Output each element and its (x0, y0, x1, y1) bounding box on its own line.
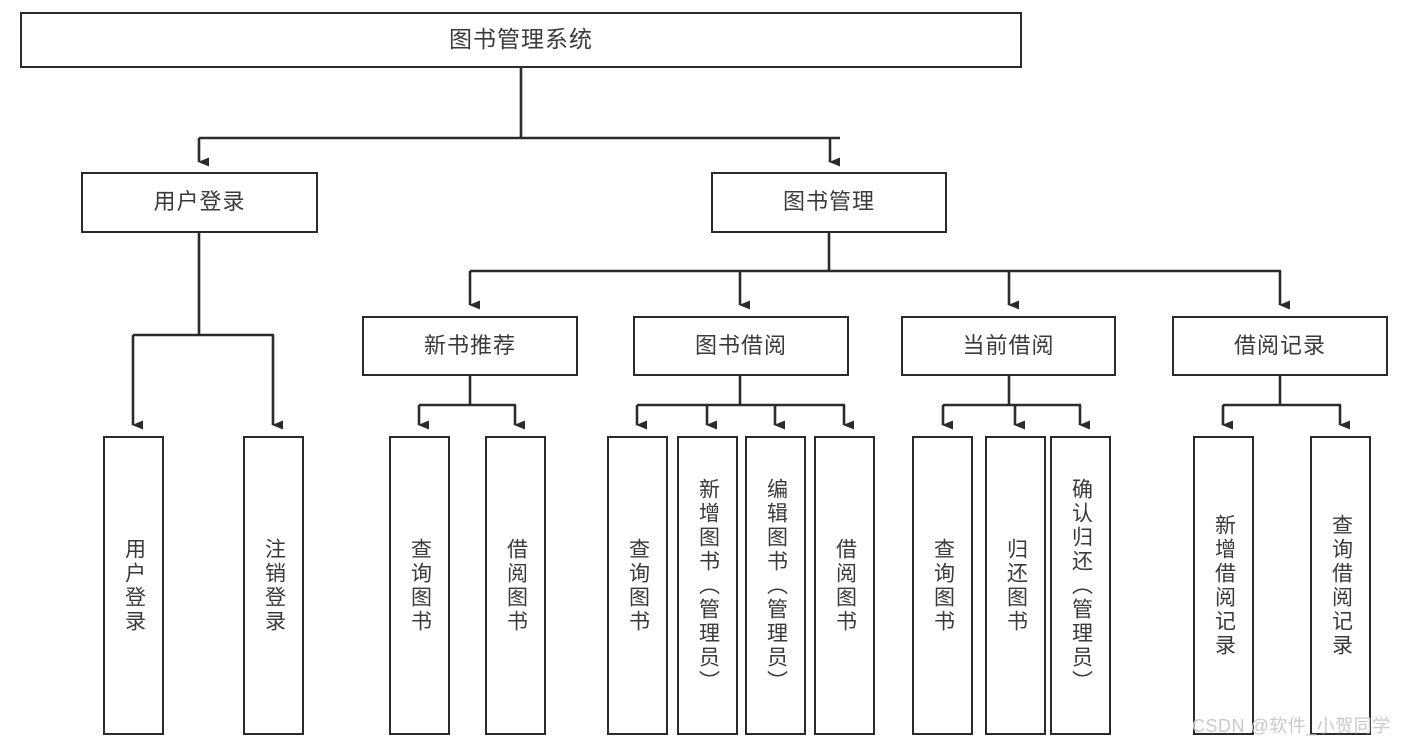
node-leaf-user-login-label: 用户登录 (122, 537, 146, 634)
node-root[interactable]: 图书管理系统 (20, 12, 1022, 68)
node-current-borrow-label: 当前借阅 (962, 332, 1055, 358)
node-new-book-recommend-label: 新书推荐 (423, 332, 516, 358)
node-new-book-recommend[interactable]: 新书推荐 (362, 316, 578, 376)
node-user-login-label: 用户登录 (153, 189, 246, 215)
node-leaf-borrow-book-recommend-label: 借阅图书 (504, 537, 528, 634)
node-leaf-query-book-borrow-label: 查询图书 (626, 537, 650, 634)
node-leaf-user-login[interactable]: 用户登录 (103, 436, 164, 735)
node-leaf-logout[interactable]: 注销登录 (243, 436, 304, 735)
node-book-borrow[interactable]: 图书借阅 (633, 316, 849, 376)
node-leaf-borrow-book-recommend[interactable]: 借阅图书 (485, 436, 546, 735)
node-book-borrow-label: 图书借阅 (694, 332, 787, 358)
node-leaf-borrow-book-label: 借阅图书 (833, 537, 857, 634)
node-leaf-borrow-book[interactable]: 借阅图书 (814, 436, 875, 735)
node-book-management[interactable]: 图书管理 (711, 172, 947, 233)
node-leaf-query-borrow-record-label: 查询借阅记录 (1329, 513, 1353, 658)
node-borrow-record[interactable]: 借阅记录 (1172, 316, 1388, 376)
node-leaf-add-borrow-record[interactable]: 新增借阅记录 (1193, 436, 1254, 735)
node-leaf-return-book-label: 归还图书 (1004, 537, 1028, 634)
node-leaf-query-book-current[interactable]: 查询图书 (912, 436, 973, 735)
node-user-login[interactable]: 用户登录 (81, 172, 318, 233)
node-leaf-return-book[interactable]: 归还图书 (985, 436, 1046, 735)
node-leaf-add-borrow-record-label: 新增借阅记录 (1212, 513, 1236, 658)
node-leaf-query-borrow-record[interactable]: 查询借阅记录 (1310, 436, 1371, 735)
node-root-label: 图书管理系统 (449, 26, 593, 53)
node-leaf-logout-label: 注销登录 (262, 537, 286, 634)
node-leaf-edit-book-admin[interactable]: 编辑图书（管理员） (745, 436, 806, 735)
node-leaf-query-book-recommend[interactable]: 查询图书 (389, 436, 450, 735)
node-borrow-record-label: 借阅记录 (1233, 332, 1326, 358)
node-leaf-confirm-return-admin-label: 确认归还（管理员） (1069, 477, 1093, 694)
node-leaf-query-book-recommend-label: 查询图书 (408, 537, 432, 634)
node-leaf-query-book-current-label: 查询图书 (931, 537, 955, 634)
csdn-watermark: CSDN @软件_小贺同学 (1192, 716, 1391, 736)
node-current-borrow[interactable]: 当前借阅 (901, 316, 1116, 376)
node-book-management-label: 图书管理 (782, 189, 875, 215)
node-leaf-edit-book-admin-label: 编辑图书（管理员） (764, 477, 788, 694)
node-leaf-add-book-admin-label: 新增图书（管理员） (696, 477, 720, 694)
node-leaf-add-book-admin[interactable]: 新增图书（管理员） (677, 436, 738, 735)
node-leaf-query-book-borrow[interactable]: 查询图书 (607, 436, 668, 735)
node-leaf-confirm-return-admin[interactable]: 确认归还（管理员） (1050, 436, 1111, 735)
